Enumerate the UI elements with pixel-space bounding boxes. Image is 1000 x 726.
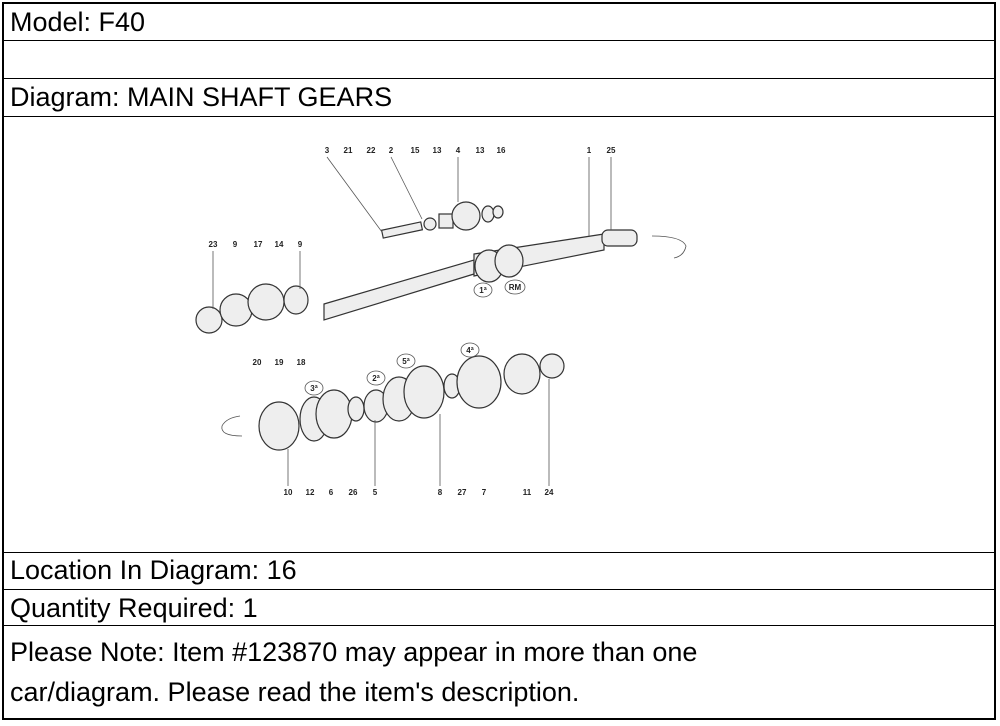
callout: 16 — [497, 146, 506, 155]
callout: 26 — [349, 488, 358, 497]
model-row: Model: F40 — [4, 4, 994, 41]
callout: 12 — [306, 488, 315, 497]
callout: 1 — [587, 146, 592, 155]
callout: 19 — [275, 358, 284, 367]
callout: 18 — [297, 358, 306, 367]
gear-badge: 2ª — [372, 374, 379, 383]
callout: 7 — [482, 488, 487, 497]
callout: 20 — [253, 358, 262, 367]
gear-badge: 1ª — [479, 286, 486, 295]
callout: 23 — [209, 240, 218, 249]
callout: 4 — [456, 146, 461, 155]
callout: 5 — [373, 488, 378, 497]
main-shaft — [195, 229, 687, 334]
gear-badge: RM — [509, 283, 522, 292]
upper-assembly — [380, 201, 504, 239]
callout: 9 — [298, 240, 303, 249]
callout: 17 — [254, 240, 263, 249]
callouts: 3 21 22 2 15 13 4 13 16 1 25 23 9 17 14 … — [209, 146, 616, 497]
callout: 3 — [325, 146, 330, 155]
callout: 27 — [458, 488, 467, 497]
callout: 21 — [344, 146, 353, 155]
diagram-title: Diagram: MAIN SHAFT GEARS — [4, 79, 994, 117]
callout: 6 — [329, 488, 334, 497]
exploded-diagram: 3 21 22 2 15 13 4 13 16 1 25 23 9 17 14 … — [4, 117, 994, 553]
note-row: Please Note: Item #123870 may appear in … — [4, 626, 994, 718]
gear-badges: 1ª RM 3ª 2ª 5ª 4ª — [304, 279, 526, 396]
callout: 24 — [545, 488, 554, 497]
callout: 10 — [284, 488, 293, 497]
leader-lines — [212, 156, 612, 486]
gear-badge: 3ª — [310, 384, 317, 393]
callout: 11 — [523, 488, 532, 497]
callout: 13 — [476, 146, 485, 155]
callout: 2 — [389, 146, 394, 155]
gear-badge: 4ª — [466, 346, 473, 355]
callout: 13 — [433, 146, 442, 155]
callout: 9 — [233, 240, 238, 249]
note-line-1: Please Note: Item #123870 may appear in … — [10, 637, 698, 667]
lower-gear-set — [221, 353, 565, 451]
note-line-2: car/diagram. Please read the item's desc… — [10, 677, 580, 707]
callout: 14 — [275, 240, 284, 249]
location-row: Location In Diagram: 16 — [4, 552, 994, 590]
callout: 15 — [411, 146, 420, 155]
main-shaft-diagram: 3 21 22 2 15 13 4 13 16 1 25 23 9 17 14 … — [195, 146, 687, 497]
callout: 25 — [607, 146, 616, 155]
blank-row — [4, 41, 994, 79]
gear-badge: 5ª — [402, 357, 409, 366]
quantity-row: Quantity Required: 1 — [4, 590, 994, 626]
callout: 22 — [367, 146, 376, 155]
callout: 8 — [438, 488, 443, 497]
